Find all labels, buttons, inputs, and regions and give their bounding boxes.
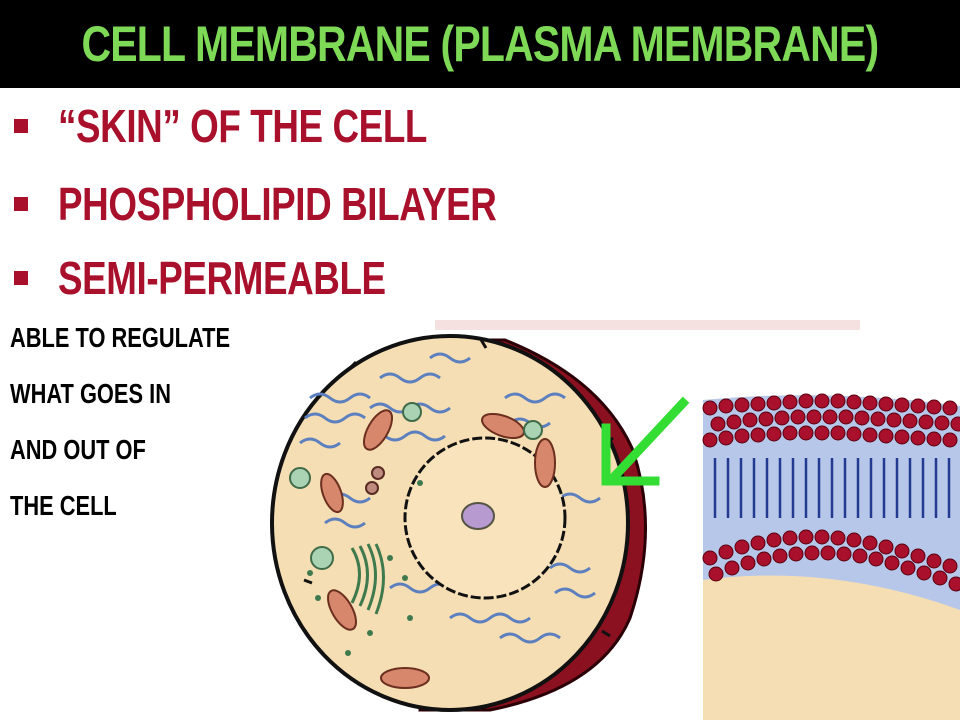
bullet-text: “SKIN” OF THE CELL <box>58 100 427 152</box>
mitochondria <box>320 409 556 689</box>
ghost-text-strip <box>435 320 860 330</box>
detail-line: AND OUT OF <box>10 434 146 465</box>
square-bullet-icon <box>14 197 28 211</box>
bullet-text: PHOSPHOLIPID BILAYER <box>58 178 497 230</box>
title-bar: CELL MEMBRANE (PLASMA MEMBRANE) <box>0 0 960 88</box>
green-arrow-icon <box>601 396 690 486</box>
detail-line: ABLE TO REGULATE <box>10 322 231 353</box>
bullet-item: “SKIN” OF THE CELL <box>14 96 519 156</box>
slide-title: CELL MEMBRANE (PLASMA MEMBRANE) <box>81 16 880 72</box>
cell-membrane-illustration <box>270 320 960 720</box>
cell-diagram <box>270 334 690 712</box>
bullet-item: SEMI-PERMEABLE <box>14 248 468 308</box>
detail-line: WHAT GOES IN <box>10 378 171 409</box>
square-bullet-icon <box>14 119 28 133</box>
golgi-apparatus <box>350 543 385 615</box>
detail-line: THE CELL <box>10 490 117 521</box>
phospholipid-bilayer-closeup <box>702 393 960 720</box>
vesicles <box>289 402 543 570</box>
nucleolus <box>461 502 495 530</box>
square-bullet-icon <box>14 271 28 285</box>
bullet-text: SEMI-PERMEABLE <box>58 252 386 304</box>
bullet-item: PHOSPHOLIPID BILAYER <box>14 174 606 234</box>
